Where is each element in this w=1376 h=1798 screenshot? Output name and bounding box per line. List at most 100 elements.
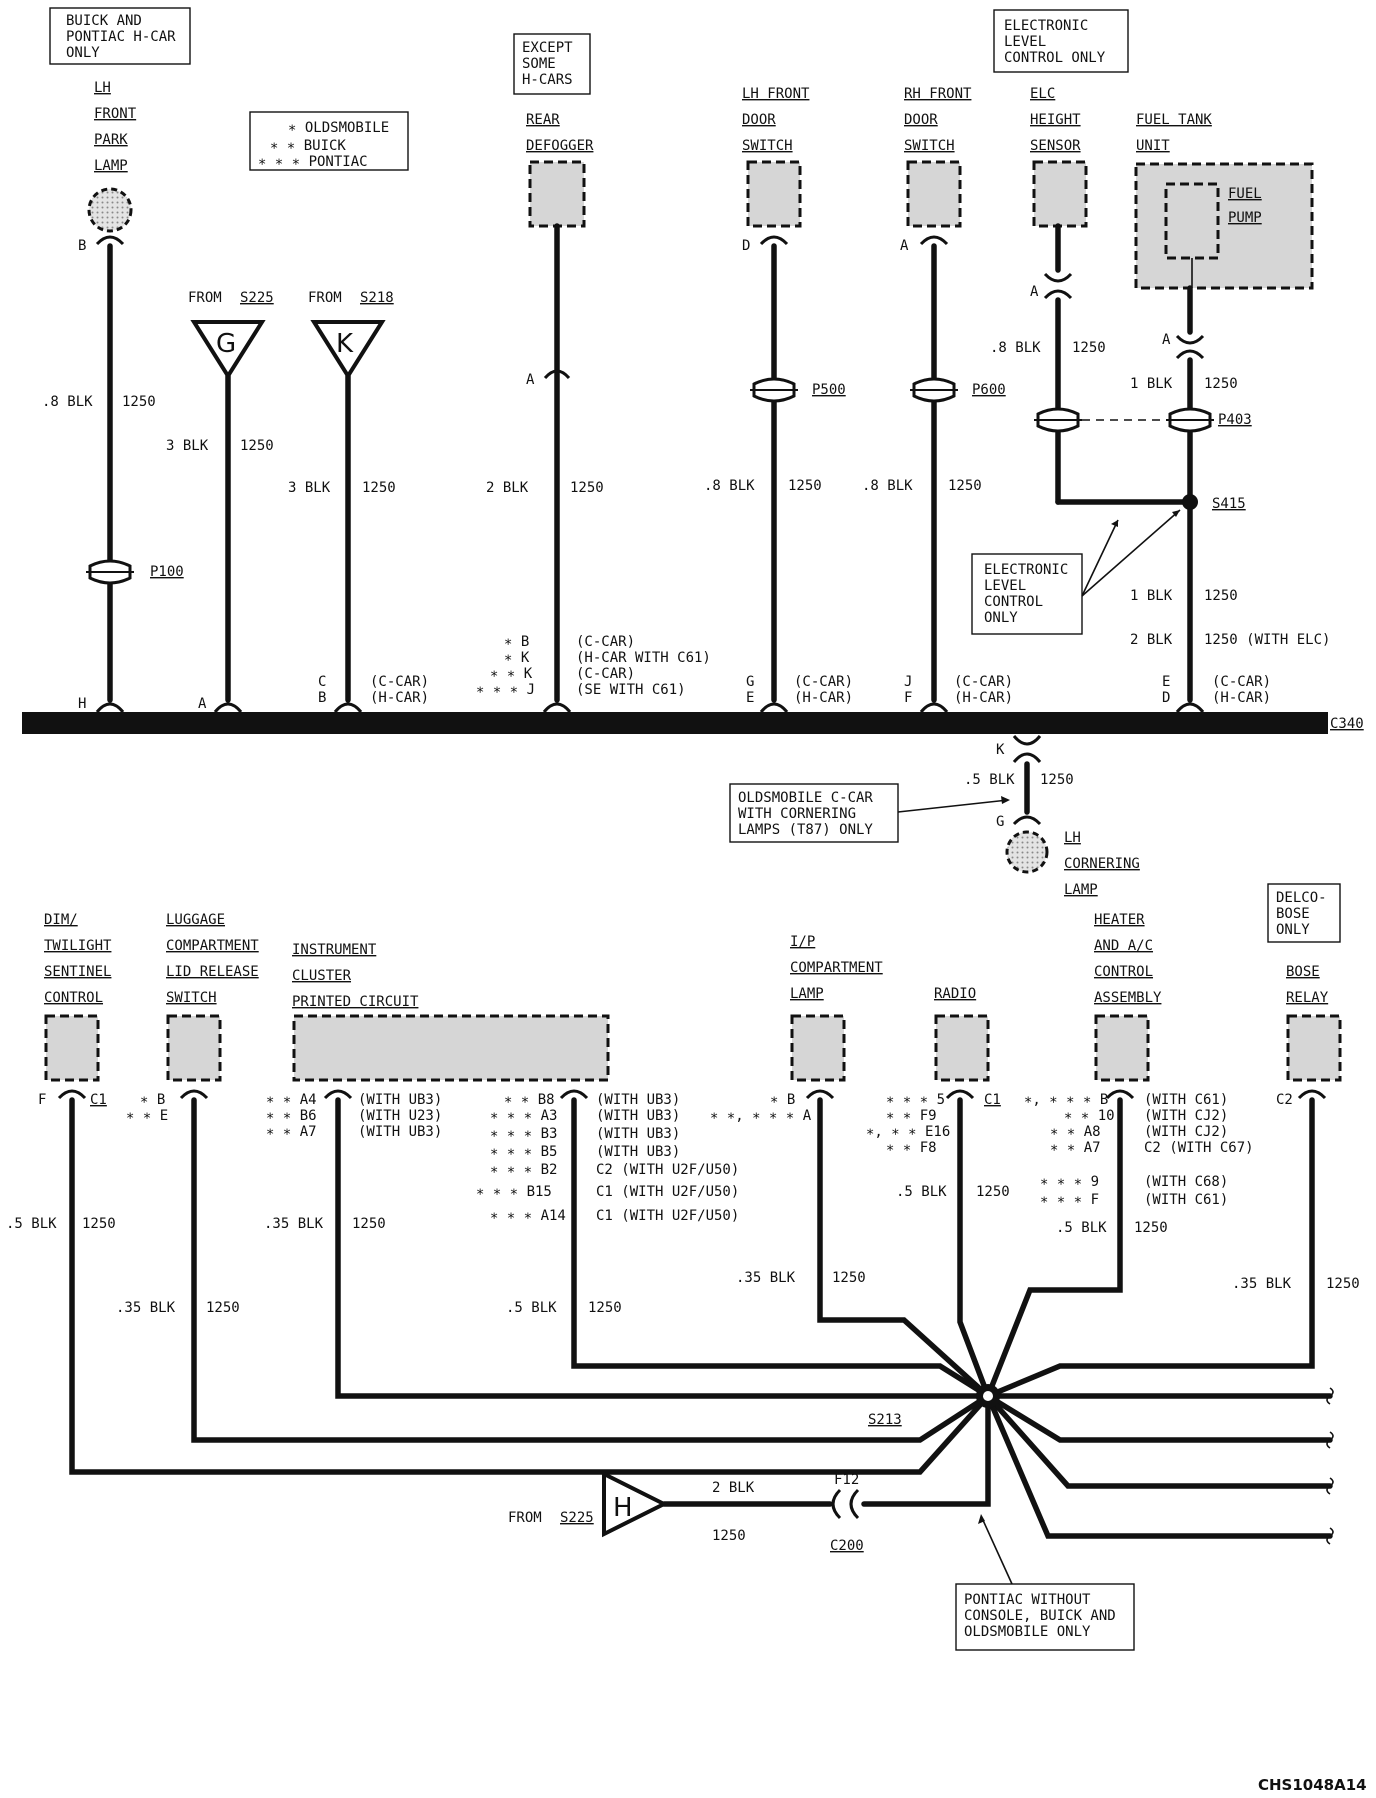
svg-text:(C-CAR): (C-CAR) [576,666,635,682]
svg-text:ONLY: ONLY [1276,922,1310,938]
svg-text:S415: S415 [1212,496,1246,512]
svg-text:A: A [1030,284,1039,300]
svg-text:∗ OLDSMOBILE: ∗ OLDSMOBILE [288,120,389,136]
svg-text:E: E [1162,674,1170,690]
svg-text:REAR: REAR [526,112,560,128]
svg-text:.5 BLK: .5 BLK [6,1216,57,1232]
svg-text:SWITCH: SWITCH [904,138,955,154]
svg-text:S225: S225 [560,1510,594,1526]
circuit-ip-compartment-lamp: I/P COMPARTMENT LAMP ∗ B ∗ ∗, ∗ ∗ ∗ A .3… [710,934,883,1286]
svg-text:∗ ∗ ∗ B3: ∗ ∗ ∗ B3 [490,1126,557,1142]
svg-text:2 BLK: 2 BLK [486,480,529,496]
svg-text:CONTROL: CONTROL [1094,964,1153,980]
svg-text:DELCO-: DELCO- [1276,890,1327,906]
svg-text:∗ ∗ B6: ∗ ∗ B6 [266,1108,317,1124]
svg-text:A: A [1162,332,1171,348]
circuit-elc-height-sensor: ELC HEIGHT SENSOR A .8 BLK 1250 [990,86,1193,505]
svg-text:HEIGHT: HEIGHT [1030,112,1081,128]
svg-text:E: E [746,690,754,706]
svg-text:ELECTRONIC: ELECTRONIC [984,562,1068,578]
svg-text:C: C [318,674,326,690]
svg-text:2 BLK: 2 BLK [712,1480,755,1496]
svg-text:HEATER: HEATER [1094,912,1145,928]
svg-text:PUMP: PUMP [1228,210,1262,226]
svg-text:∗ ∗ 10: ∗ ∗ 10 [1064,1108,1115,1124]
svg-text:.5 BLK: .5 BLK [506,1300,557,1316]
svg-text:FRONT: FRONT [94,106,137,122]
svg-text:(C-CAR): (C-CAR) [576,634,635,650]
circuit-luggage-release: LUGGAGE COMPARTMENT LID RELEASE SWITCH ∗… [116,912,259,1316]
svg-text:F12: F12 [834,1472,859,1488]
svg-text:P600: P600 [972,382,1006,398]
circuit-lh-park-lamp: LH FRONT PARK LAMP B .8 BLK 1250 P100 H [42,80,184,713]
svg-text:C1 (WITH U2F/U50): C1 (WITH U2F/U50) [596,1184,739,1200]
svg-text:OLDSMOBILE C-CAR: OLDSMOBILE C-CAR [738,790,873,806]
svg-text:CONTROL: CONTROL [44,990,103,1006]
svg-text:(C-CAR): (C-CAR) [954,674,1013,690]
svg-text:COMPARTMENT: COMPARTMENT [166,938,259,954]
svg-text:(WITH C61): (WITH C61) [1144,1192,1228,1208]
svg-text:G: G [216,329,236,359]
svg-text:1250: 1250 [570,480,604,496]
svg-text:LUGGAGE: LUGGAGE [166,912,225,928]
circuit-instrument-cluster: INSTRUMENT CLUSTER PRINTED CIRCUIT ∗ ∗ A… [264,942,739,1316]
svg-text:DIM/: DIM/ [44,912,78,928]
svg-text:∗ ∗ A8: ∗ ∗ A8 [1050,1124,1101,1140]
svg-text:G: G [746,674,754,690]
svg-text:K: K [996,742,1005,758]
circuit-fuel-tank-unit: FUEL TANK UNIT FUEL PUMP A 1 BLK 1250 P4… [1130,112,1330,713]
circuit-rear-defogger: REAR DEFOGGER A 2 BLK 1250 ∗ B ∗ K ∗ ∗ K… [476,112,711,713]
svg-text:LAMP: LAMP [1064,882,1098,898]
svg-text:BUICK AND: BUICK AND [66,13,142,29]
svg-text:ELC: ELC [1030,86,1055,102]
svg-text:∗, ∗ ∗ E16: ∗, ∗ ∗ E16 [866,1124,950,1140]
svg-text:∗ ∗, ∗ ∗ ∗ A: ∗ ∗, ∗ ∗ ∗ A [710,1108,812,1124]
svg-text:.35 BLK: .35 BLK [264,1216,324,1232]
svg-text:1250: 1250 [122,394,156,410]
svg-text:FROM: FROM [308,290,342,306]
svg-text:UNIT: UNIT [1136,138,1170,154]
svg-text:B: B [318,690,326,706]
svg-text:∗ ∗ ∗ B5: ∗ ∗ ∗ B5 [490,1144,557,1160]
svg-text:3 BLK: 3 BLK [288,480,331,496]
svg-text:(WITH UB3): (WITH UB3) [596,1126,680,1142]
svg-text:ONLY: ONLY [984,610,1018,626]
svg-text:.5 BLK: .5 BLK [1056,1220,1107,1236]
svg-text:∗ ∗ A7: ∗ ∗ A7 [266,1124,317,1140]
svg-text:1250: 1250 [362,480,396,496]
bus-label: C340 [1330,716,1364,732]
svg-text:WITH CORNERING: WITH CORNERING [738,806,856,822]
svg-text:∗ ∗ F9: ∗ ∗ F9 [886,1108,937,1124]
svg-text:(H-CAR): (H-CAR) [1212,690,1271,706]
svg-text:LH FRONT: LH FRONT [742,86,810,102]
note-except-h-cars: EXCEPT SOME H-CARS [513,33,591,95]
svg-text:3 BLK: 3 BLK [166,438,209,454]
svg-text:1250: 1250 [976,1184,1010,1200]
svg-text:PONTIAC H-CAR: PONTIAC H-CAR [66,29,176,45]
svg-text:CORNERING: CORNERING [1064,856,1140,872]
svg-text:P500: P500 [812,382,846,398]
svg-text:A: A [526,372,535,388]
svg-text:C2 (WITH C67): C2 (WITH C67) [1144,1140,1254,1156]
svg-text:1250: 1250 [1204,376,1238,392]
svg-text:(WITH UB3): (WITH UB3) [596,1092,680,1108]
note-elc-mid: ELECTRONIC LEVEL CONTROL ONLY [971,509,1181,635]
svg-text:A: A [900,238,909,254]
svg-text:F: F [38,1092,46,1108]
svg-text:FROM: FROM [188,290,222,306]
svg-text:C1: C1 [90,1092,107,1108]
svg-text:1250: 1250 [206,1300,240,1316]
svg-text:P403: P403 [1218,412,1252,428]
svg-text:D: D [1162,690,1170,706]
svg-text:CLUSTER: CLUSTER [292,968,352,984]
svg-text:SENSOR: SENSOR [1030,138,1081,154]
svg-text:FUEL: FUEL [1228,186,1262,202]
svg-text:1250: 1250 [788,478,822,494]
svg-text:DEFOGGER: DEFOGGER [526,138,594,154]
svg-text:∗ ∗ ∗ 9: ∗ ∗ ∗ 9 [1040,1174,1099,1190]
svg-text:SWITCH: SWITCH [742,138,793,154]
svg-text:(WITH UB3): (WITH UB3) [358,1092,442,1108]
svg-text:1250: 1250 [1326,1276,1360,1292]
svg-text:.35 BLK: .35 BLK [1232,1276,1292,1292]
